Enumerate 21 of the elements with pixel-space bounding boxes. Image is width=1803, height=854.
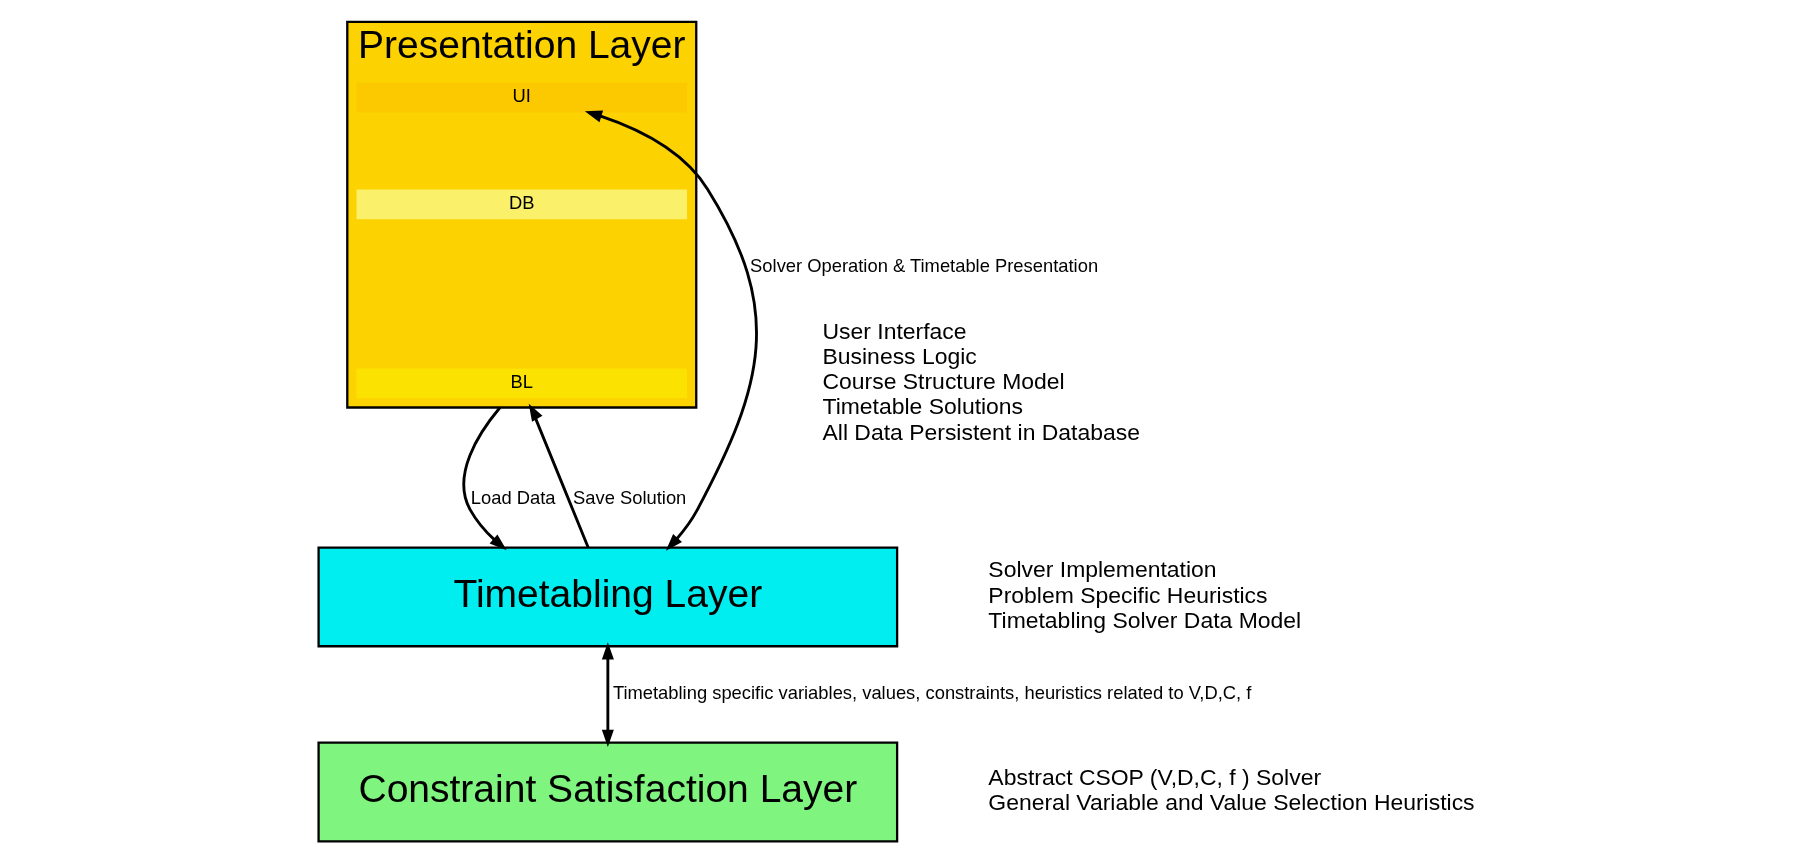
arrow bbox=[601, 642, 614, 747]
arrow bbox=[584, 110, 758, 551]
node-box: DB bbox=[355, 189, 687, 220]
node-label: Course Structure Model bbox=[822, 368, 1065, 395]
node-box: Constraint Satisfaction Layer bbox=[316, 741, 898, 843]
arrow bbox=[461, 406, 507, 551]
node-label: All Data Persistent in Database bbox=[822, 418, 1140, 445]
edge-label: Solver Operation & Timetable Presentation bbox=[749, 254, 1098, 276]
node-label: Solver Implementation bbox=[987, 556, 1217, 583]
node-label: Abstract CSOP (V,D,C, f ) Solver bbox=[987, 764, 1321, 791]
edge-label: Save Solution bbox=[572, 486, 686, 508]
node-label: Problem Specific Heuristics bbox=[987, 581, 1268, 608]
node-label: General Variable and Value Selection Heuristics bbox=[987, 789, 1475, 816]
edge-label: Timetabling specific variables, values, constraints, heuristics related to V,D,C, f bbox=[612, 681, 1251, 703]
node-label: Timetable Solutions bbox=[822, 393, 1023, 420]
node-box: UI bbox=[355, 82, 687, 113]
node-label: User Interface bbox=[822, 317, 967, 344]
arrow bbox=[528, 403, 589, 549]
edge-label: Load Data bbox=[470, 486, 556, 508]
node-box: Timetabling Layer bbox=[316, 546, 898, 648]
node-label: Business Logic bbox=[822, 342, 977, 369]
